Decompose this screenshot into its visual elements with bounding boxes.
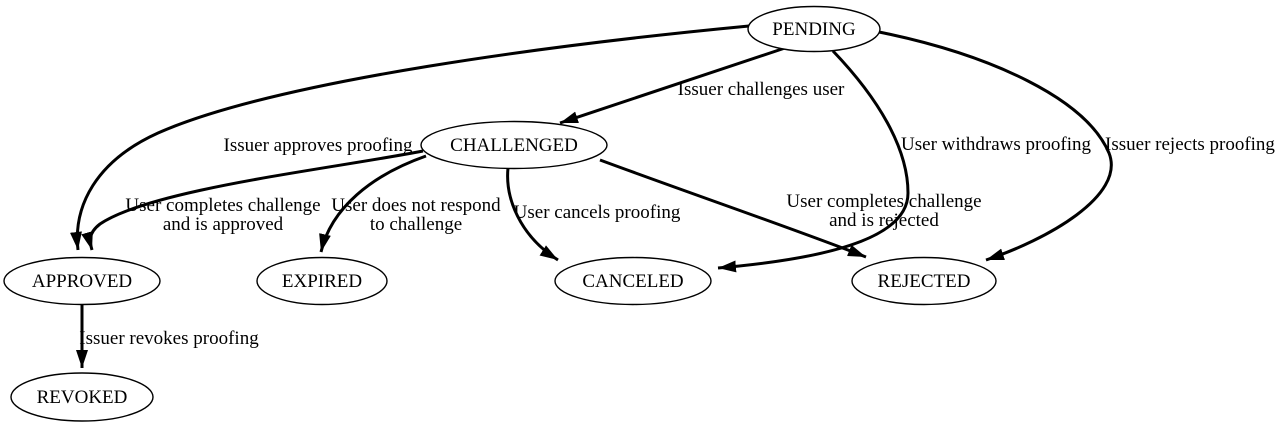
node-approved-label: APPROVED [32, 271, 132, 292]
node-rejected-shape [851, 256, 997, 306]
node-approved: APPROVED [3, 256, 161, 306]
nodes-layer: PENDING CHALLENGED APPROVED EXPIRED CANC… [3, 5, 997, 422]
node-revoked-label: REVOKED [37, 387, 128, 408]
edge-label-user-withdraws-proofing: User withdraws proofing [901, 134, 1091, 155]
node-challenged-label: CHALLENGED [450, 135, 578, 156]
node-expired: EXPIRED [256, 256, 388, 306]
node-rejected: REJECTED [851, 256, 997, 306]
edge-pending-challenged [559, 45, 789, 125]
edge-label-issuer-challenges-user: Issuer challenges user [678, 79, 845, 100]
node-canceled: CANCELED [554, 256, 712, 306]
edge-label-user-cancels-proofing: User cancels proofing [514, 202, 681, 223]
edge-labels-layer: Issuer challenges user Issuer approves p… [79, 79, 1275, 349]
edge-challenged-rejected [599, 158, 867, 259]
node-revoked: REVOKED [10, 372, 154, 422]
node-rejected-label: REJECTED [878, 271, 971, 292]
edge-pending-approved [70, 24, 750, 251]
edge-challenged-canceled [506, 167, 559, 262]
node-pending: PENDING [747, 5, 881, 53]
edge-challenged-expired [319, 154, 427, 253]
node-expired-label: EXPIRED [282, 271, 362, 292]
edge-label-user-completes-challenge-rejected-line2: and is rejected [829, 210, 939, 231]
node-expired-shape [256, 256, 388, 306]
edge-label-issuer-approves-proofing: Issuer approves proofing [224, 135, 413, 156]
node-canceled-label: CANCELED [582, 271, 683, 292]
node-challenged-shape [420, 120, 608, 170]
node-approved-shape [3, 256, 161, 306]
edges-layer [70, 24, 1113, 368]
edge-label-user-does-not-respond-line2: to challenge [370, 214, 462, 235]
edge-label-issuer-rejects-proofing: Issuer rejects proofing [1105, 134, 1275, 155]
node-challenged: CHALLENGED [420, 120, 608, 170]
edge-pending-rejected [878, 30, 1113, 262]
node-pending-shape [747, 5, 881, 53]
edge-label-user-completes-challenge-rejected-line1: User completes challenge [786, 191, 981, 212]
node-revoked-shape [10, 372, 154, 422]
edge-label-user-does-not-respond-line1: User does not respond [331, 195, 501, 216]
edge-challenged-approved [81, 149, 424, 251]
edge-label-issuer-revokes-proofing: Issuer revokes proofing [79, 328, 259, 349]
edge-label-user-completes-challenge-approved-line1: User completes challenge [125, 195, 320, 216]
node-pending-label: PENDING [772, 19, 856, 40]
node-canceled-shape [554, 256, 712, 306]
edge-label-user-completes-challenge-approved-line2: and is approved [163, 214, 284, 235]
edge-pending-canceled [717, 49, 910, 273]
